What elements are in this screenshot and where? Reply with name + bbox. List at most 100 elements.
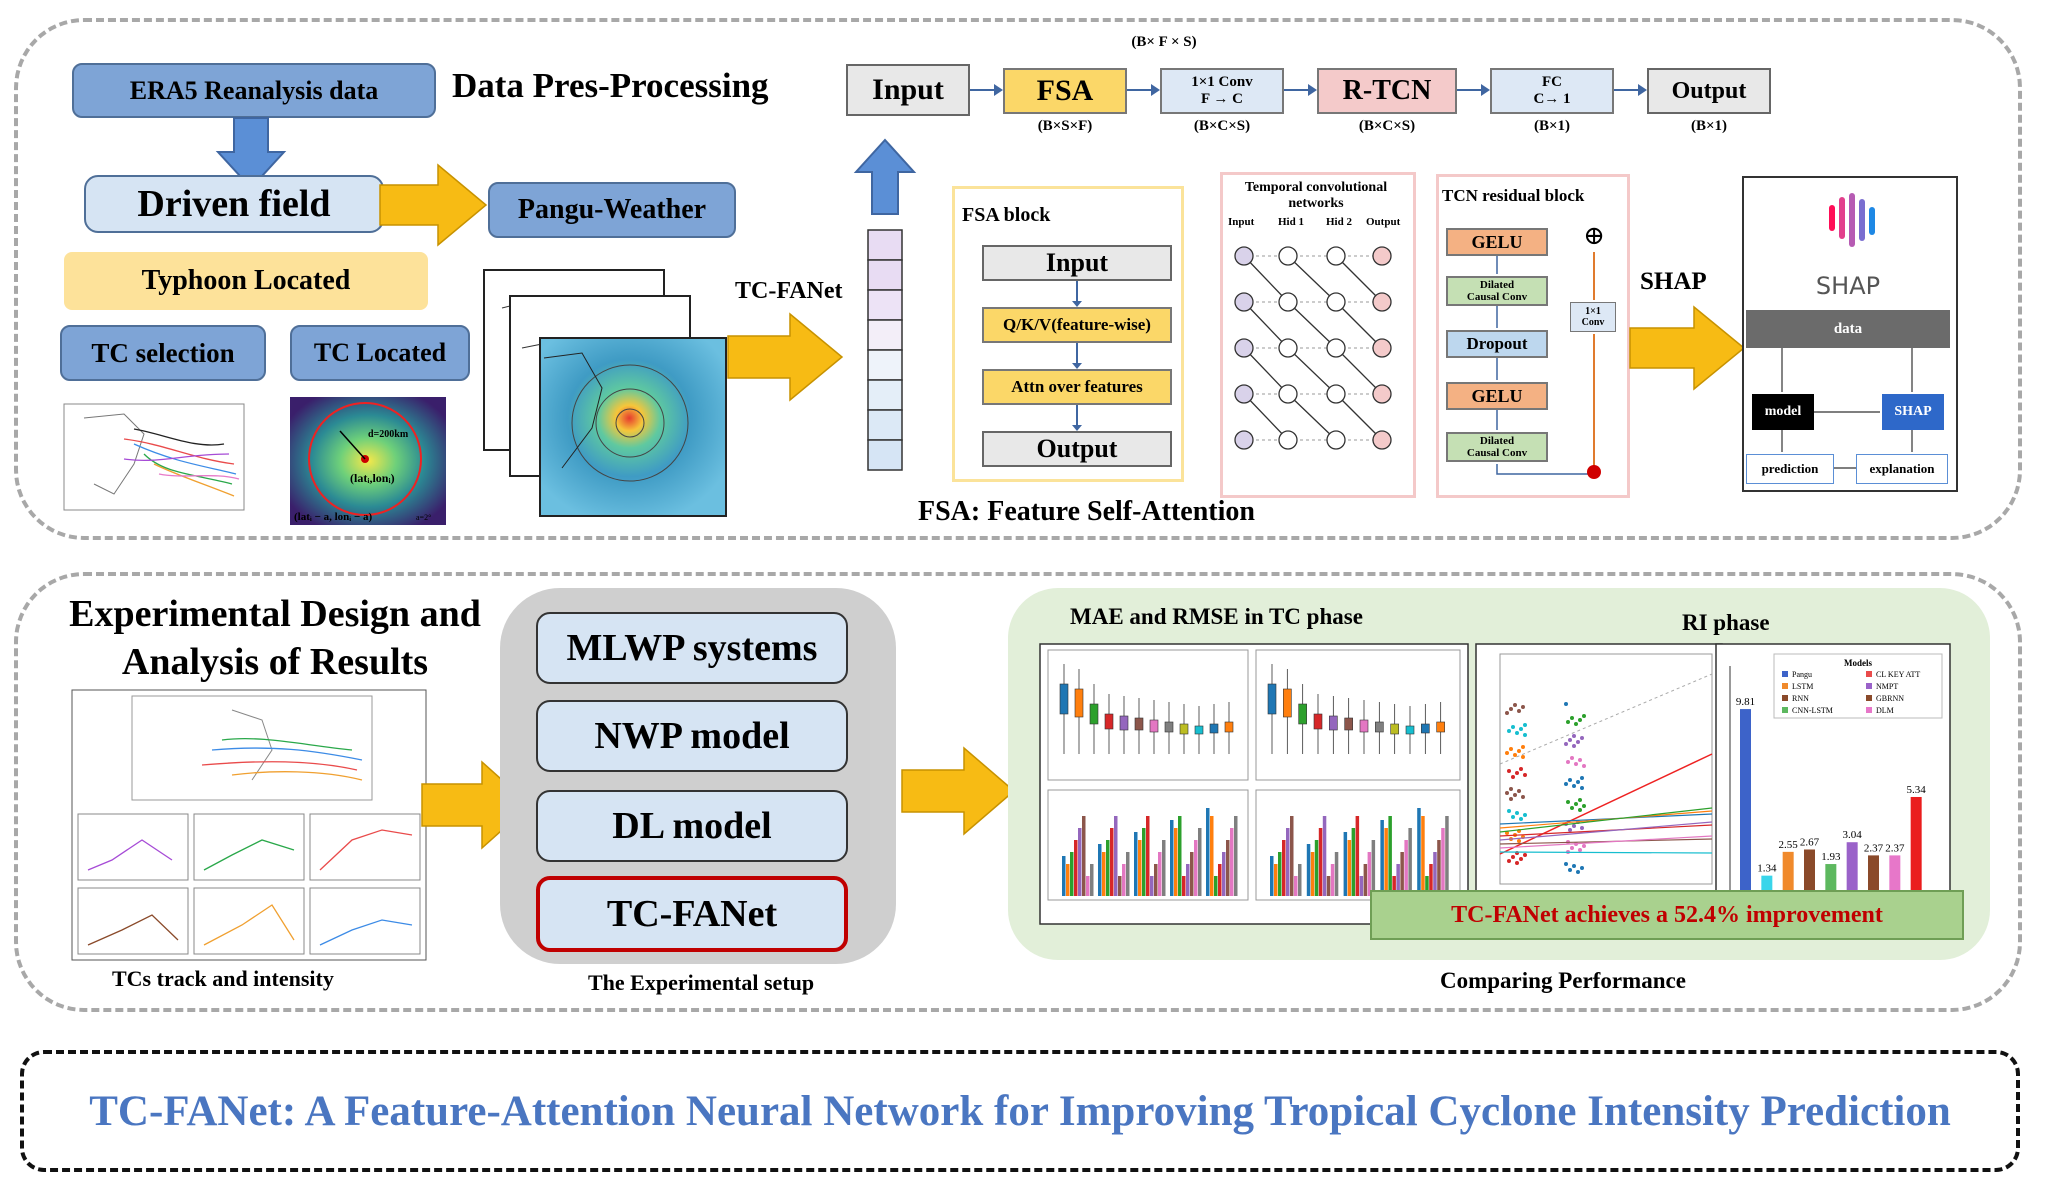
boxplot-box — [1059, 683, 1069, 715]
bar-7 — [1889, 855, 1901, 902]
scatter-point — [1523, 733, 1527, 737]
tcn-edge — [1243, 301, 1289, 349]
bar-value-label: 2.67 — [1800, 836, 1820, 848]
bar-mark — [1206, 808, 1210, 896]
legend-swatch — [1782, 707, 1788, 713]
tcn-node — [1278, 338, 1298, 358]
circle-corner-label: (latᵢ − a, lonᵢ − a) — [294, 511, 372, 523]
scatter-point — [1578, 848, 1582, 852]
scatter-point — [1507, 769, 1511, 773]
gelu-box: GELU — [1446, 382, 1548, 410]
conv1x1-box: 1×1 Conv — [1570, 302, 1616, 332]
bar-mark — [1162, 840, 1166, 896]
bar-mark — [1098, 844, 1102, 896]
legend-item: DLM — [1876, 706, 1894, 715]
residual-connections — [1496, 252, 1601, 479]
driven-field-box: Driven field — [84, 175, 384, 233]
scatter-point — [1580, 826, 1584, 830]
tcn-node — [1234, 430, 1254, 450]
scatter-point — [1578, 798, 1582, 802]
bar-mark — [1142, 828, 1146, 896]
boxplot-box — [1390, 723, 1399, 735]
tcn-edge — [1243, 255, 1289, 303]
bar-mark — [1214, 876, 1218, 896]
setup-item-nwp: NWP model — [536, 700, 848, 772]
scatter-point — [1576, 780, 1580, 784]
bar-0 — [1740, 709, 1751, 902]
bar-mark — [1274, 864, 1278, 896]
legend-item: CNN-LSTM — [1792, 706, 1833, 715]
dilated-conv-box: Dilated Causal Conv — [1446, 432, 1548, 462]
tcn-col-input: Input — [1228, 216, 1255, 228]
scatter-point — [1515, 811, 1519, 815]
bar-mark — [1334, 852, 1339, 896]
scatter-point — [1521, 795, 1525, 799]
tcn-title: Temporal convolutional networks — [1244, 180, 1388, 211]
right-arrow — [901, 746, 1016, 836]
scatter-point — [1580, 736, 1584, 740]
bar-mark — [1182, 876, 1186, 896]
bar-mark — [1170, 820, 1174, 896]
bar-value-label: 2.37 — [1864, 842, 1884, 854]
boxplot-box — [1194, 725, 1204, 735]
bar-mark — [1421, 816, 1425, 896]
scatter-point — [1582, 714, 1586, 718]
tcn-node — [1372, 430, 1392, 450]
tcn-node — [1278, 384, 1298, 404]
boxplot-box — [1344, 717, 1353, 731]
tcn-col-output: Output — [1366, 216, 1401, 228]
scatter-point — [1568, 778, 1572, 782]
tcn-edge — [1287, 301, 1337, 349]
bar-mark — [1230, 828, 1234, 896]
tcn-node — [1234, 338, 1254, 358]
shap-explanation-box: explanation — [1856, 454, 1948, 484]
bar-mark — [1082, 816, 1086, 896]
scatter-point — [1517, 709, 1521, 713]
legend-item: LSTM — [1792, 682, 1813, 691]
bar-mark — [1363, 864, 1368, 896]
ri-title: RI phase — [1682, 610, 1770, 635]
scatter-point — [1507, 729, 1511, 733]
bar-mark — [1154, 864, 1158, 896]
bar-mark — [1270, 856, 1274, 896]
tcn-node — [1278, 430, 1298, 450]
bar-mark — [1310, 852, 1315, 896]
tcn-edge — [1287, 255, 1337, 303]
bar-mark — [1186, 864, 1190, 896]
arrow — [970, 84, 1003, 96]
scatter-point — [1580, 776, 1584, 780]
bar-mark — [1359, 876, 1364, 896]
boxplot-box — [1313, 713, 1323, 730]
arrow — [1614, 84, 1647, 96]
bar-6 — [1868, 855, 1879, 902]
boxplot-box — [1089, 703, 1099, 725]
shap-logo-text: SHAP — [1815, 272, 1881, 300]
setup-item-tcfanet: TC-FANet — [536, 876, 848, 952]
bar-value-label: 9.81 — [1736, 696, 1755, 708]
tcn-edge — [1335, 301, 1383, 349]
scatter-point — [1570, 846, 1574, 850]
scatter-point — [1582, 804, 1586, 808]
footer-title: TC-FANet: A Feature-Attention Neural Net… — [89, 1087, 1951, 1135]
fsa-dim: (B×S×F) — [1037, 118, 1093, 134]
bar-mark — [1392, 876, 1396, 896]
shap-label: SHAP — [1640, 268, 1707, 295]
legend-swatch — [1782, 695, 1788, 701]
scatter-point — [1570, 716, 1574, 720]
scatter-point — [1511, 815, 1515, 819]
bar-mark — [1062, 856, 1066, 896]
improvement-banner: TC-FANet achieves a 52.4% improvement — [1370, 890, 1964, 940]
scatter-point — [1566, 800, 1570, 804]
tcn-node — [1372, 338, 1392, 358]
bar-mark — [1190, 852, 1194, 896]
bar-mark — [1384, 828, 1388, 896]
scatter-point — [1564, 782, 1568, 786]
shap-model-box: model — [1752, 394, 1814, 430]
scatter-point — [1580, 786, 1584, 790]
scatter-point — [1511, 855, 1515, 859]
conv-dim: (B×C×S) — [1193, 118, 1251, 134]
tcn-node — [1278, 292, 1298, 312]
scatter-point — [1566, 720, 1570, 724]
scatter-point — [1564, 862, 1568, 866]
